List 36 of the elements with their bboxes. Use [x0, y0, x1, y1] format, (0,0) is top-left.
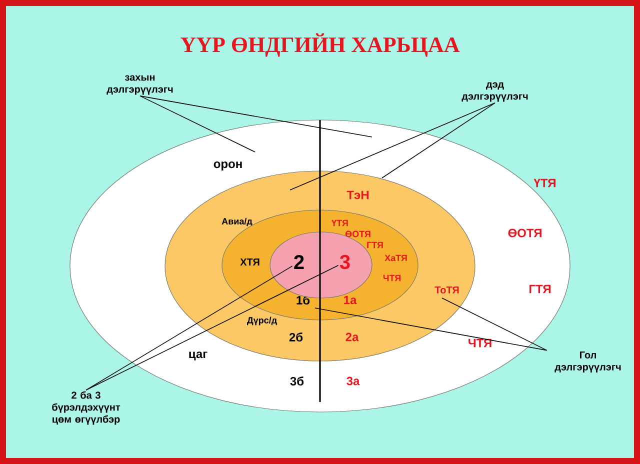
leader-label: захын дэлгэрүүлэгч: [106, 75, 173, 95]
zone-label: ЧТЯ: [383, 274, 400, 282]
zone-label: ӨОТЯ: [345, 230, 370, 238]
center-number: 3: [340, 254, 350, 270]
leader-line: [140, 96, 256, 152]
leader-label: дэд дэлгэрүүлэгч: [462, 82, 528, 102]
zone-label: ҮТЯ: [332, 220, 348, 226]
zone-label: 1а: [344, 296, 357, 304]
zone-label: 3а: [346, 376, 360, 386]
zone-label: 2а: [346, 332, 359, 342]
zone-label: ХТЯ: [240, 258, 260, 266]
zone-label: орон: [214, 162, 242, 170]
zone-label: ҮТЯ: [534, 178, 556, 188]
zone-label: Дүрс/д: [247, 316, 277, 326]
zone-label: цаг: [189, 352, 208, 360]
zone-label: Авиа/д: [222, 218, 252, 226]
leader-line: [86, 264, 339, 390]
zone-label: ТоТЯ: [434, 286, 459, 294]
leader-line: [290, 102, 496, 190]
zone-label: 2б: [289, 332, 303, 342]
leader-label: Гол дэлгэрүүлэгч: [554, 352, 621, 372]
leader-line: [442, 298, 548, 351]
zone-label: ЧТЯ: [468, 338, 492, 348]
leader-line: [86, 266, 293, 390]
leader-line: [140, 96, 372, 138]
zone-label: ТэН: [346, 190, 368, 200]
title: ҮҮР ӨНДГИЙН ХАРЬЦАА: [180, 33, 460, 57]
leader-line: [382, 102, 496, 178]
leader-label: 2 ба 3 бүрэлдэхүүнт цөм өгүүлбэр: [52, 391, 120, 425]
center-number: 2: [294, 255, 304, 269]
zone-label: ГТЯ: [530, 284, 550, 294]
zone-label: ӨОТЯ: [508, 228, 542, 238]
zone-label: ГТЯ: [367, 242, 383, 248]
zone-label: ХаТЯ: [384, 254, 407, 262]
leader-line: [314, 308, 548, 351]
zone-label: 3б: [290, 376, 304, 386]
